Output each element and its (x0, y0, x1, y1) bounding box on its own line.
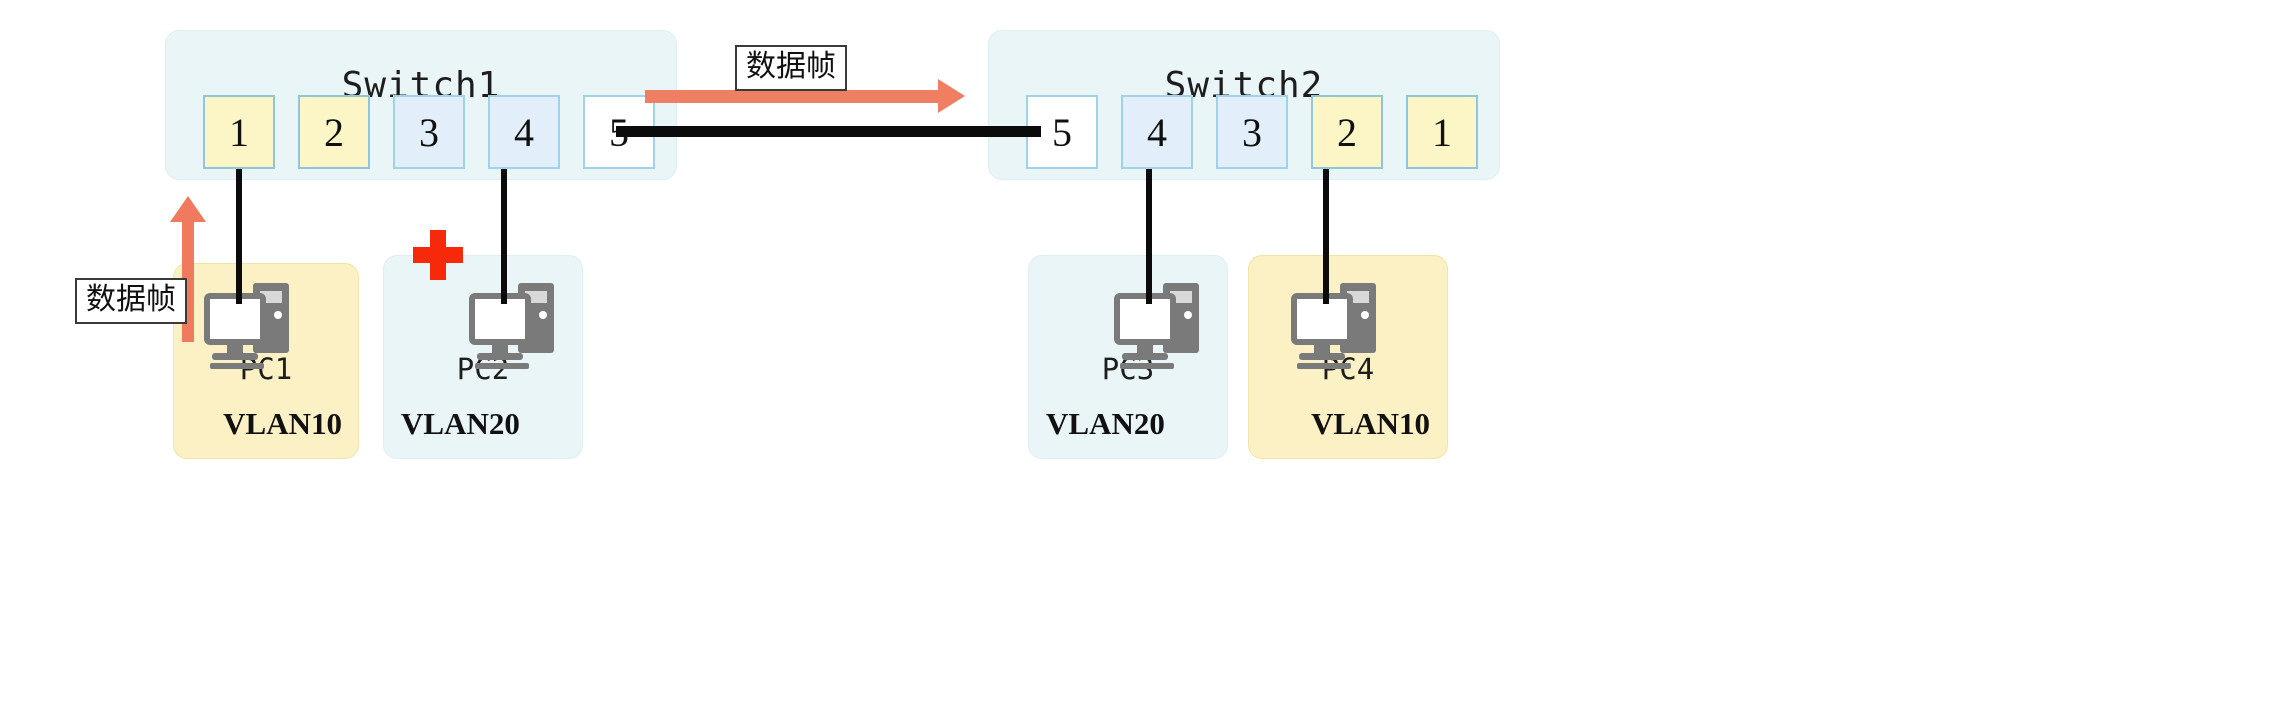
switch1-port-4[interactable]: 4 (488, 95, 560, 169)
blocked-cross-icon (411, 228, 465, 282)
switch1-port-1[interactable]: 1 (203, 95, 275, 169)
frame-label-source: 数据帧 (75, 278, 187, 324)
switch1-ports: 1 2 3 4 5 (203, 95, 655, 169)
pc3-vlan-label: VLAN20 (1046, 406, 1165, 441)
switch2-port-3[interactable]: 3 (1216, 95, 1288, 169)
trunk-link-switch1-switch2 (616, 126, 1041, 137)
link-pc1-switch1-port1 (236, 169, 242, 304)
pc2-vlan-label: VLAN20 (401, 406, 520, 441)
link-pc3-switch2-port4 (1146, 169, 1152, 304)
switch2-port-1[interactable]: 1 (1406, 95, 1478, 169)
link-pc4-switch2-port2 (1323, 169, 1329, 304)
pc4-computer-icon (1285, 275, 1413, 379)
trunk-flow-arrow (645, 79, 965, 113)
pc4-vlan-label: VLAN10 (1311, 406, 1430, 441)
switch1-port-3[interactable]: 3 (393, 95, 465, 169)
switch1-port-2[interactable]: 2 (298, 95, 370, 169)
pc1-group[interactable]: PC1 VLAN10 (173, 263, 359, 459)
frame-label-trunk: 数据帧 (735, 45, 847, 91)
pc3-computer-icon (1108, 275, 1236, 379)
switch2-ports: 5 4 3 2 1 (1026, 95, 1478, 169)
pc1-vlan-label: VLAN10 (223, 406, 342, 441)
switch2-port-2[interactable]: 2 (1311, 95, 1383, 169)
switch2-port-4[interactable]: 4 (1121, 95, 1193, 169)
link-pc2-switch1-port4 (501, 169, 507, 304)
pc2-computer-icon (463, 275, 591, 379)
pc1-computer-icon (198, 275, 326, 379)
